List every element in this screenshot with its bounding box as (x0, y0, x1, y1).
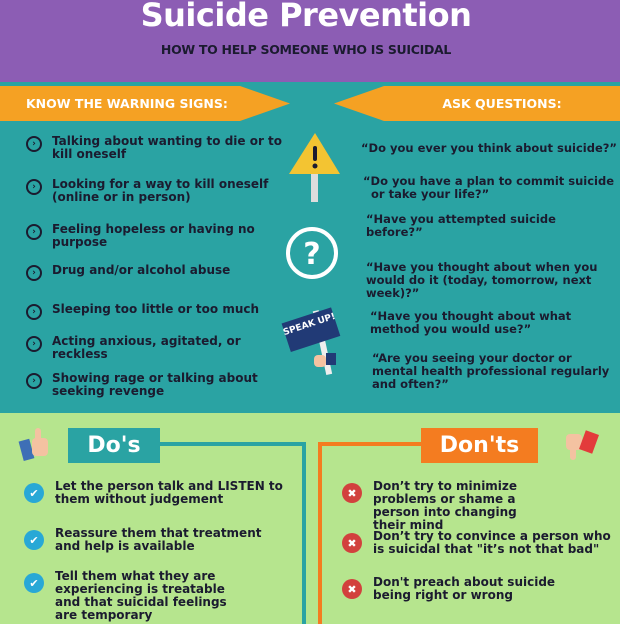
question-item: “Have you thought about what method you … (370, 309, 572, 336)
warning-sign-text: Acting anxious, agitated, or reckless (52, 334, 241, 361)
question-mark-icon: ? (286, 227, 338, 279)
speak-up-sign-icon: SPEAK UP! (281, 307, 341, 375)
warning-sign-text: Talking about wanting to die or to kill … (52, 134, 283, 161)
header: Suicide Prevention HOW TO HELP SOMEONE W… (0, 0, 620, 82)
dont-text: Don’t try to convince a person who is su… (373, 529, 611, 556)
warning-sign-item: › Talking about wanting to die or to kill… (26, 135, 286, 161)
page-subtitle: HOW TO HELP SOMEONE WHO IS SUICIDAL (160, 42, 452, 57)
dont-text: Don’t try to minimize problems or shame … (373, 479, 518, 532)
warning-sign-item: › Drug and/or alcohol abuse (26, 264, 286, 281)
do-item: ✔ Tell them what they are experiencing is… (24, 570, 249, 622)
x-icon: ✖ (342, 579, 362, 599)
check-icon: ✔ (24, 573, 44, 593)
warning-sign-item: › Acting anxious, agitated, or reckless (26, 335, 286, 361)
question-item: “Do you have a plan to commit suicide or… (363, 174, 615, 201)
thumbs-down-icon (566, 430, 599, 460)
ask-questions-banner: ASK QUESTIONS: (334, 86, 620, 121)
warning-sign-item: › Sleeping too little or too much (26, 303, 286, 320)
check-icon: ✔ (24, 483, 44, 503)
thumbs-up-icon (18, 428, 48, 461)
donts-heading: Don'ts (421, 428, 538, 463)
question-item: “Do you ever you think about suicide?” (361, 141, 617, 155)
chevron-right-icon: › (26, 304, 42, 320)
chevron-right-icon: › (26, 373, 42, 389)
donts-divider (318, 442, 422, 446)
chevron-right-icon: › (26, 336, 42, 352)
dont-item: ✖ Don’t try to convince a person who is s… (342, 530, 612, 556)
question-item: “Are you seeing your doctor or mental he… (372, 351, 610, 391)
warning-sign-text: Showing rage or talking about seeking re… (52, 371, 258, 398)
do-text: Tell them what they are experiencing is … (55, 569, 227, 622)
dont-item: ✖ Don’t try to minimize problems or shame… (342, 480, 542, 532)
question-item: “Have you thought about when you would d… (366, 260, 598, 300)
do-item: ✔ Reassure them that treatment and help i… (24, 527, 274, 553)
do-text: Let the person talk and LISTEN to them w… (55, 479, 283, 506)
page-title: Suicide Prevention (140, 0, 472, 34)
warning-signs-banner: KNOW THE WARNING SIGNS: (0, 86, 290, 121)
dont-text: Don't preach about suicide being right o… (373, 575, 556, 602)
warning-sign-item: › Feeling hopeless or having no purpose (26, 223, 286, 249)
warning-sign-item: › Looking for a way to kill oneself (onli… (26, 178, 286, 204)
x-icon: ✖ (342, 483, 362, 503)
warning-sign-text: Sleeping too little or too much (52, 302, 260, 316)
do-item: ✔ Let the person talk and LISTEN to them … (24, 480, 294, 506)
check-icon: ✔ (24, 530, 44, 550)
chevron-right-icon: › (26, 136, 42, 152)
warning-sign-icon (289, 133, 340, 202)
warning-sign-text: Feeling hopeless or having no purpose (52, 222, 255, 249)
warning-sign-text: Looking for a way to kill oneself (onlin… (52, 177, 269, 204)
chevron-right-icon: › (26, 265, 42, 281)
x-icon: ✖ (342, 533, 362, 553)
signs-questions-section (0, 82, 620, 410)
do-text: Reassure them that treatment and help is… (55, 526, 262, 553)
warning-sign-text: Drug and/or alcohol abuse (52, 263, 231, 277)
chevron-right-icon: › (26, 179, 42, 195)
donts-divider (318, 442, 322, 624)
svg-text:?: ? (303, 237, 320, 272)
dos-divider (160, 442, 306, 446)
chevron-right-icon: › (26, 224, 42, 240)
dos-heading: Do's (68, 428, 160, 463)
dos-divider (302, 442, 306, 624)
warning-sign-item: › Showing rage or talking about seeking r… (26, 372, 286, 398)
dont-item: ✖ Don't preach about suicide being right … (342, 576, 592, 602)
question-item: “Have you attempted suicide before?” (366, 212, 556, 239)
